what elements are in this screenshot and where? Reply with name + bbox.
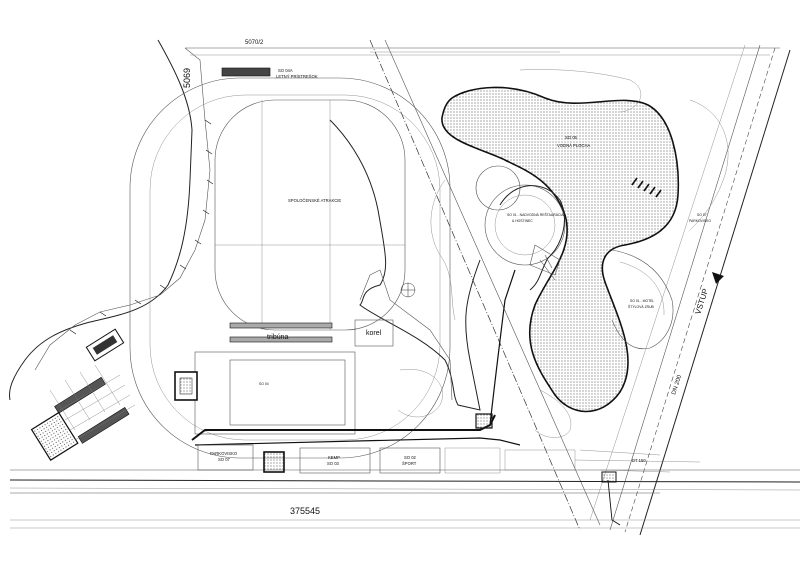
east-road-edge-3: [624, 47, 776, 533]
restaurant-circle-2: [484, 184, 566, 266]
equipment-box-2: [475, 413, 493, 429]
junction-lines: [574, 449, 701, 473]
parcel-boundary-west: [9, 39, 193, 401]
oval-track-outer: [129, 77, 451, 459]
label-so07: SO 07: [697, 213, 707, 217]
korel-box: [354, 319, 394, 347]
sport-box-2: [444, 447, 501, 474]
west-building-grid: [49, 364, 136, 441]
west-building-2: [54, 376, 106, 414]
label-left-parcel: 5069: [182, 68, 192, 88]
parking-stall-marks: [631, 177, 662, 198]
label-so05: SO 05: [565, 135, 578, 140]
label-korel: korel: [366, 330, 382, 337]
label-nadvodna: SO 01 - NADVODNÁ REŠTAURÁCIA: [507, 212, 564, 217]
utility-building-1-inner: [179, 377, 193, 395]
label-kemp: KEMP: [328, 455, 340, 460]
equipment-box-3: [601, 471, 617, 483]
label-parkovisko-so07b: PARKOVISKO: [210, 451, 238, 456]
west-building-1: [85, 328, 125, 362]
oval-track-inner: [149, 94, 441, 441]
letny-pristresok-building: [221, 67, 271, 77]
bottom-road-3: [9, 487, 800, 491]
vstup-arrow-icon: [712, 272, 724, 284]
so04-building: [194, 351, 356, 435]
label-tribuna: tribúna: [267, 334, 289, 341]
utility-corridor-main: [191, 414, 496, 441]
tribune-top: [229, 322, 333, 329]
utility-corridor-sec: [194, 437, 521, 446]
landscape-curve-5: [397, 369, 443, 418]
west-building-4: [30, 411, 79, 461]
utility-corridor-branch: [489, 269, 516, 426]
label-kemp-so03: SO 03: [327, 461, 340, 466]
water-body-pond: [441, 86, 680, 413]
west-diagonal-2: [384, 39, 601, 526]
motel-arc: [619, 261, 665, 316]
kemp-box: [299, 447, 371, 474]
label-hostinec: & HOSTINEC: [512, 219, 533, 223]
sport-box: [379, 447, 441, 474]
motel-outline: [611, 249, 674, 350]
equipment-box-1: [263, 451, 285, 473]
label-vstup: VSTUP: [693, 287, 710, 315]
restaurant-spiral: [499, 185, 565, 291]
label-so07b: SO 07: [218, 457, 231, 462]
sport-field: [229, 359, 346, 426]
landscape-curve-3: [689, 99, 729, 231]
label-bottom-parcel: 375545: [290, 506, 320, 516]
east-road-edge-4: [589, 44, 746, 521]
access-road: [607, 479, 621, 526]
parcel-boundary-inner: [34, 47, 211, 371]
restaurant-circle-1: [475, 165, 521, 211]
tribune-bottom: [229, 336, 333, 343]
east-road-edge-2: [609, 44, 761, 531]
west-diagonal-1: [369, 39, 581, 531]
east-road-edge-1: [639, 49, 791, 536]
label-parkovisko: PARKOVISKO: [689, 219, 711, 223]
label-sport: ŠPORT: [402, 461, 417, 466]
restaurant-circle-3: [494, 194, 556, 256]
inner-loop: [214, 99, 406, 331]
label-so04: SO 04: [259, 382, 269, 386]
label-so-motel: SO 01 - MOTEL: [630, 299, 654, 303]
attraction-edge: [359, 269, 453, 401]
label-so04a: SO 04A: [278, 68, 293, 73]
label-hotel: ŠTÝLOVÁ ZRUB: [628, 304, 655, 309]
label-vodna-plocha: VODNÁ PLOCHA: [557, 143, 590, 148]
east-lot-box: [504, 449, 576, 471]
survey-marks: [69, 119, 214, 335]
landscape-curve-2: [519, 69, 641, 113]
tree-symbol-icon: [400, 282, 416, 298]
label-letny-pristresok: LETNÝ PRÍSTREŠOK: [276, 74, 318, 79]
attraction-area: [329, 119, 481, 411]
parkovisko-so07b-box: [197, 444, 254, 471]
landscape-curve-1: [430, 179, 456, 321]
west-building-3: [77, 407, 130, 444]
restaurant-steps: [529, 244, 561, 281]
bottom-road-2: [9, 479, 800, 483]
label-top-parcel: 5070/2: [245, 40, 264, 46]
label-so02: SO 02: [404, 455, 417, 460]
label-dt: DT 150: [632, 458, 646, 463]
label-spolocenske-atrakcie: SPOLOČENSKÉ ATRAKCIE: [288, 198, 341, 203]
